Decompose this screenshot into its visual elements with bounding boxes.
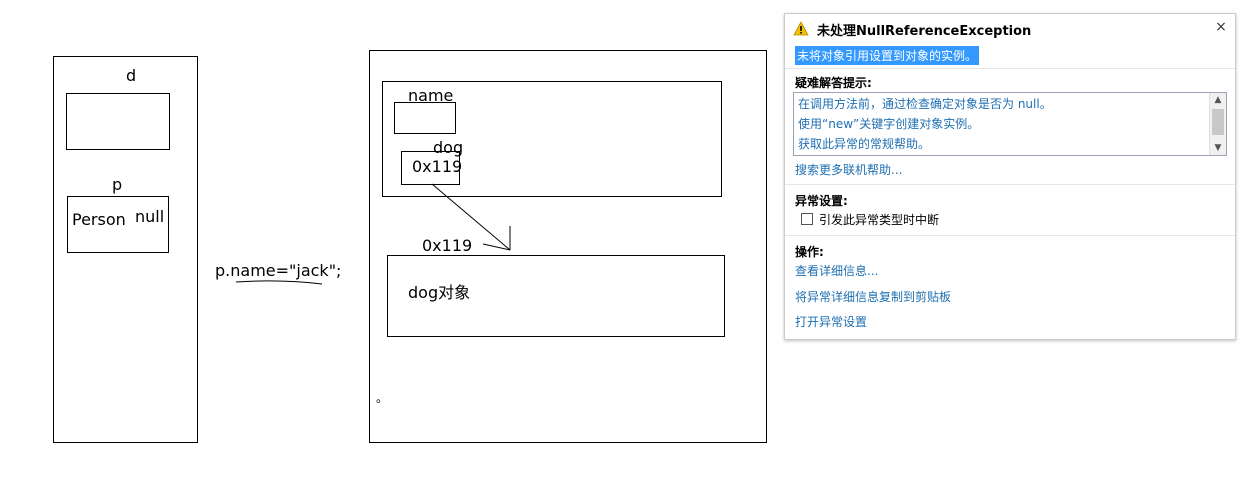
divider	[785, 68, 1235, 69]
hints-scrollbar[interactable]: ▲ ▼	[1209, 93, 1226, 155]
dog-address-label: 0x119	[422, 236, 473, 255]
copy-details-link[interactable]: 将异常详细信息复制到剪贴板	[795, 290, 952, 304]
var-p-label: p	[112, 175, 123, 194]
var-p-box	[67, 196, 169, 253]
exception-dialog: 未处理NullReferenceException × 未将对象引用设置到对象的…	[784, 13, 1236, 340]
warning-icon	[793, 21, 809, 36]
hint-item[interactable]: 获取此异常的常规帮助。	[798, 137, 931, 151]
dog-object-box	[387, 255, 725, 337]
var-d-label: d	[126, 66, 137, 85]
var-d-box	[66, 93, 170, 150]
code-statement: p.name="jack";	[215, 261, 342, 280]
field-dog-box	[401, 151, 460, 185]
stack-frame	[53, 56, 198, 443]
view-details-link[interactable]: 查看详细信息...	[795, 264, 879, 278]
field-dog-label: dog	[433, 138, 464, 157]
hint-item[interactable]: 在调用方法前，通过检查确定对象是否为 null。	[798, 97, 1052, 111]
var-p-type: Person	[72, 210, 126, 229]
search-online-help-link[interactable]: 搜索更多联机帮助...	[795, 163, 903, 177]
scroll-down-icon[interactable]: ▼	[1214, 143, 1222, 153]
break-on-exception-label[interactable]: 引发此异常类型时中断	[819, 213, 940, 227]
close-button[interactable]: ×	[1215, 19, 1227, 35]
hints-list[interactable]: 在调用方法前，通过检查确定对象是否为 null。 使用“new”关键字创建对象实…	[793, 92, 1227, 156]
settings-title: 异常设置:	[795, 194, 848, 208]
person-object-box	[382, 81, 722, 197]
scroll-thumb[interactable]	[1212, 109, 1224, 135]
field-name-box	[394, 102, 456, 134]
field-dog-ref: 0x119	[412, 157, 463, 176]
code-underline	[235, 280, 323, 285]
divider	[785, 235, 1235, 236]
exception-message: 未将对象引用设置到对象的实例。	[795, 46, 980, 65]
field-name-label: name	[408, 86, 454, 105]
dog-object-label: dog对象	[408, 283, 471, 302]
hint-item[interactable]: 使用“new”关键字创建对象实例。	[798, 117, 980, 131]
hints-title: 疑难解答提示:	[795, 76, 872, 90]
break-on-exception-checkbox[interactable]	[801, 213, 813, 225]
heap-frame	[369, 50, 767, 443]
open-exception-settings-link[interactable]: 打开异常设置	[795, 315, 868, 329]
var-p-value: null	[135, 207, 165, 226]
actions-title: 操作:	[795, 245, 824, 259]
divider	[785, 184, 1235, 185]
dialog-title: 未处理NullReferenceException	[793, 19, 1031, 39]
dialog-title-text: 未处理NullReferenceException	[817, 23, 1032, 39]
stray-dot: 。	[376, 391, 389, 405]
scroll-up-icon[interactable]: ▲	[1214, 95, 1222, 105]
